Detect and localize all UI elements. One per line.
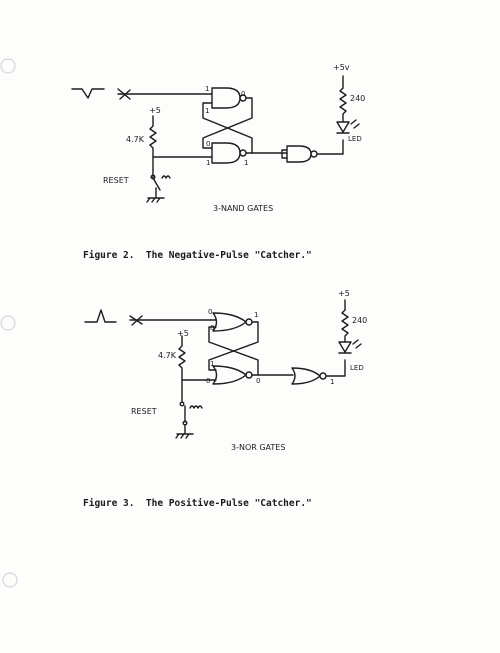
fig2-reset-switch bbox=[152, 156, 161, 191]
fig3-inversion-bubble-bottom bbox=[245, 371, 253, 379]
fig2-reset-label: RESET bbox=[103, 176, 129, 185]
fig2-nand-gate-top bbox=[211, 87, 241, 109]
fig2-feedback-bottom bbox=[202, 102, 253, 154]
binder-hole-middle bbox=[0, 315, 16, 331]
fig2-nand-gate-output bbox=[286, 145, 312, 163]
figure2-schematic: +5v +5 4.7K 240 LED RESET 1 0 1 0 1 1 3-… bbox=[71, 63, 365, 213]
fig2-input-mark bbox=[117, 88, 131, 100]
figure2-caption: Figure 2. The Negative-Pulse "Catcher." bbox=[83, 250, 312, 261]
negative-pulse-icon bbox=[71, 88, 105, 99]
fig2-output-bubble bbox=[310, 150, 318, 158]
fig3-nor-gate-top bbox=[212, 312, 247, 332]
fig2-pullup-resistor bbox=[149, 115, 213, 158]
fig2-output-gate-inputs bbox=[281, 149, 288, 159]
fig3-gate-in-feedback: 1 bbox=[210, 360, 214, 368]
fig3-led-resistor bbox=[341, 309, 349, 343]
fig2-gate-out-top: 0 bbox=[241, 90, 245, 98]
fig3-feedback-bottom bbox=[208, 326, 259, 376]
fig3-switch-contact-bottom bbox=[182, 420, 188, 426]
fig2-led-resistor bbox=[339, 87, 347, 123]
fig3-gate-in-bottom: 0 bbox=[206, 377, 210, 385]
fig3-gate-in-top-b: 0 bbox=[210, 324, 214, 332]
fig2-resistor-label: 4.7K bbox=[126, 135, 145, 144]
fig3-gate-out-bottom: 0 bbox=[256, 377, 260, 385]
fig3-gate-out-top: 1 bbox=[254, 311, 258, 319]
fig2-gate-in-top: 1 bbox=[205, 85, 209, 93]
fig3-vcc-label: +5 bbox=[338, 289, 350, 298]
fig3-gate-type-label: 3-NOR GATES bbox=[231, 443, 285, 452]
fig3-led-rays bbox=[352, 339, 362, 349]
fig3-ground-icon bbox=[175, 424, 194, 439]
binder-hole-top bbox=[0, 58, 16, 74]
figure3-schematic: +5 +5 4.7K 240 LED RESET 0 0 1 1 0 0 1 3… bbox=[84, 289, 367, 452]
fig2-gate-in-reset: 1 bbox=[206, 159, 210, 167]
fig2-inversion-bubble-bottom bbox=[239, 149, 247, 157]
fig2-gate-in-bottom: 0 bbox=[206, 140, 210, 148]
fig3-inversion-bubble-top bbox=[245, 318, 253, 326]
fig2-gate-out-bottom: 1 bbox=[244, 159, 248, 167]
fig2-gate-type-label: 3-NAND GATES bbox=[213, 204, 273, 213]
fig3-resistor-label: 4.7K bbox=[158, 351, 177, 360]
fig2-led-rays bbox=[350, 119, 360, 129]
fig3-gate-in-top: 0 bbox=[208, 308, 212, 316]
fig2-nand-gate-bottom bbox=[211, 142, 241, 164]
fig3-nor-gate-output bbox=[291, 367, 321, 385]
fig2-led-resistor-label: 240 bbox=[350, 94, 365, 103]
fig3-gate-out-final: 1 bbox=[330, 378, 334, 386]
fig2-vcc-label: +5v bbox=[333, 63, 350, 72]
fig3-led-resistor-label: 240 bbox=[352, 316, 367, 325]
binder-hole-bottom bbox=[2, 572, 18, 588]
fig2-gate-in-feedback: 1 bbox=[205, 107, 209, 115]
fig3-input-mark bbox=[129, 315, 143, 326]
fig2-led-icon bbox=[336, 121, 350, 134]
fig3-reset-label: RESET bbox=[131, 407, 157, 416]
fig3-pullup-supply-label: +5 bbox=[177, 329, 189, 338]
positive-pulse-icon bbox=[84, 309, 117, 323]
fig3-pullup-resistor bbox=[178, 335, 217, 381]
fig3-output-bubble bbox=[319, 372, 327, 380]
fig3-feedback-top bbox=[208, 321, 259, 371]
figure3-caption: Figure 3. The Positive-Pulse "Catcher." bbox=[83, 498, 312, 509]
fig2-switch-symbol bbox=[161, 175, 171, 179]
fig2-switch-contact bbox=[150, 174, 156, 180]
fig2-led-wire bbox=[316, 139, 344, 155]
fig2-led-label: LED bbox=[348, 135, 362, 143]
fig3-led-label: LED bbox=[350, 364, 364, 372]
fig3-switch-contact-top bbox=[179, 401, 185, 407]
fig3-led-icon bbox=[338, 341, 352, 354]
fig2-ground-icon bbox=[146, 187, 165, 203]
fig3-nor-gate-bottom bbox=[212, 365, 247, 385]
fig2-pullup-supply-label: +5 bbox=[149, 106, 161, 115]
fig3-switch-symbol bbox=[189, 405, 203, 409]
fig3-led-wire bbox=[325, 359, 346, 377]
